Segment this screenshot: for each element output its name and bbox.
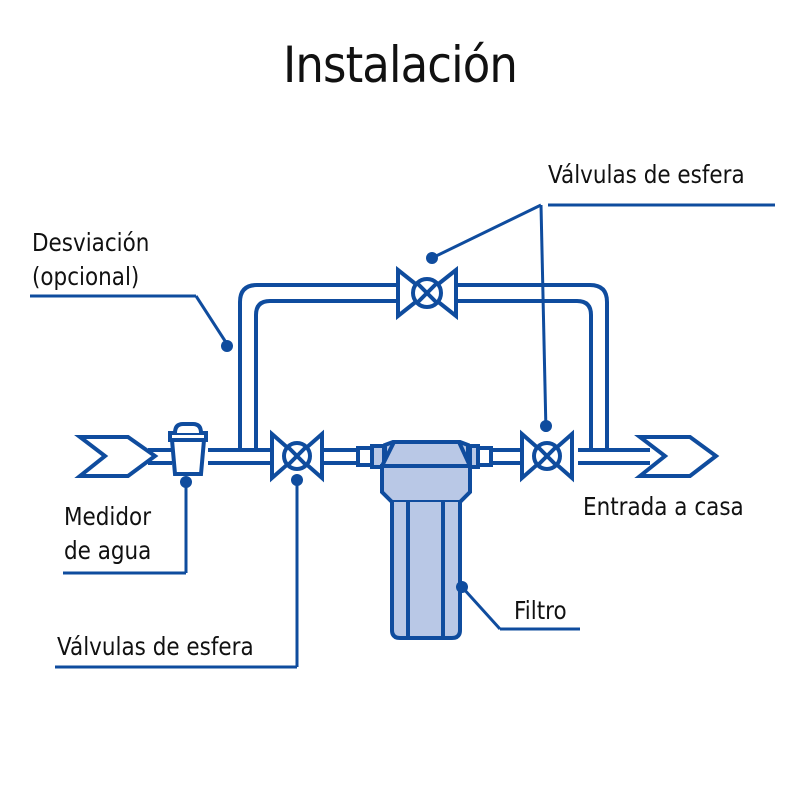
leader-dots xyxy=(180,252,552,593)
water-meter-icon xyxy=(168,422,208,476)
valves-bottom-label: Válvulas de esfera xyxy=(57,632,254,661)
ball-valve-inlet-icon xyxy=(270,429,324,483)
bypass-pipe xyxy=(238,283,609,450)
bypass-label-line1: Desviación xyxy=(32,228,150,257)
filter-label: Filtro xyxy=(514,596,567,625)
outlet-arrow-icon xyxy=(634,435,720,478)
meter-label-line1: Medidor xyxy=(64,502,152,531)
bypass-label-line2: (opcional) xyxy=(32,262,140,291)
page-title: Instalación xyxy=(283,36,518,94)
ball-valve-outlet-icon xyxy=(520,429,574,483)
house-inlet-label: Entrada a casa xyxy=(583,492,744,521)
ball-valve-bypass-icon xyxy=(396,265,458,321)
meter-label-line2: de agua xyxy=(64,536,152,565)
leader-lines xyxy=(30,203,775,669)
inlet-arrow-icon xyxy=(74,435,159,478)
water-filter-icon xyxy=(378,440,474,640)
valves-top-label: Válvulas de esfera xyxy=(548,160,745,189)
